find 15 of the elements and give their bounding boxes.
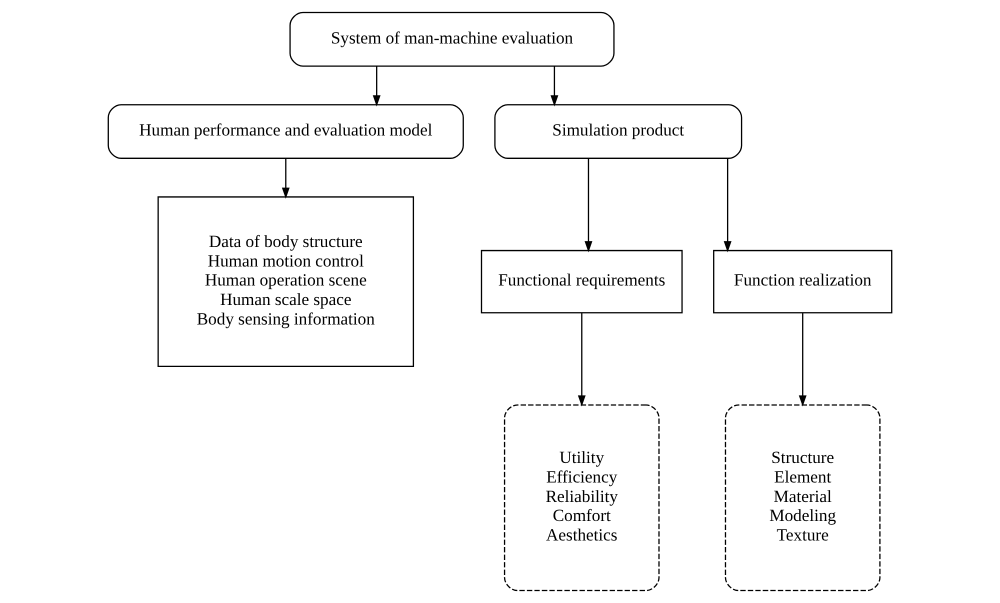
arrow bbox=[550, 66, 558, 106]
node-box: Function realization bbox=[713, 250, 892, 314]
arrow bbox=[724, 158, 732, 252]
node-box: Human performance and evaluation model bbox=[108, 104, 464, 159]
node-box: System of man-machine evaluation bbox=[289, 12, 615, 67]
arrow bbox=[372, 66, 381, 106]
node-box: Functional requirements bbox=[480, 250, 683, 314]
arrow bbox=[584, 158, 592, 252]
node-box: Simulation product bbox=[494, 104, 742, 159]
node-box: Structure Element Material Modeling Texture bbox=[724, 404, 881, 592]
arrow bbox=[282, 158, 290, 199]
node-box: Utility Efficiency Reliability Comfort Aesthetics bbox=[504, 404, 660, 592]
node-box: Data of body structure Human motion control Human operation scene Human scale space Body sensing information bbox=[158, 196, 414, 368]
arrow bbox=[798, 313, 807, 406]
arrow bbox=[578, 313, 586, 406]
